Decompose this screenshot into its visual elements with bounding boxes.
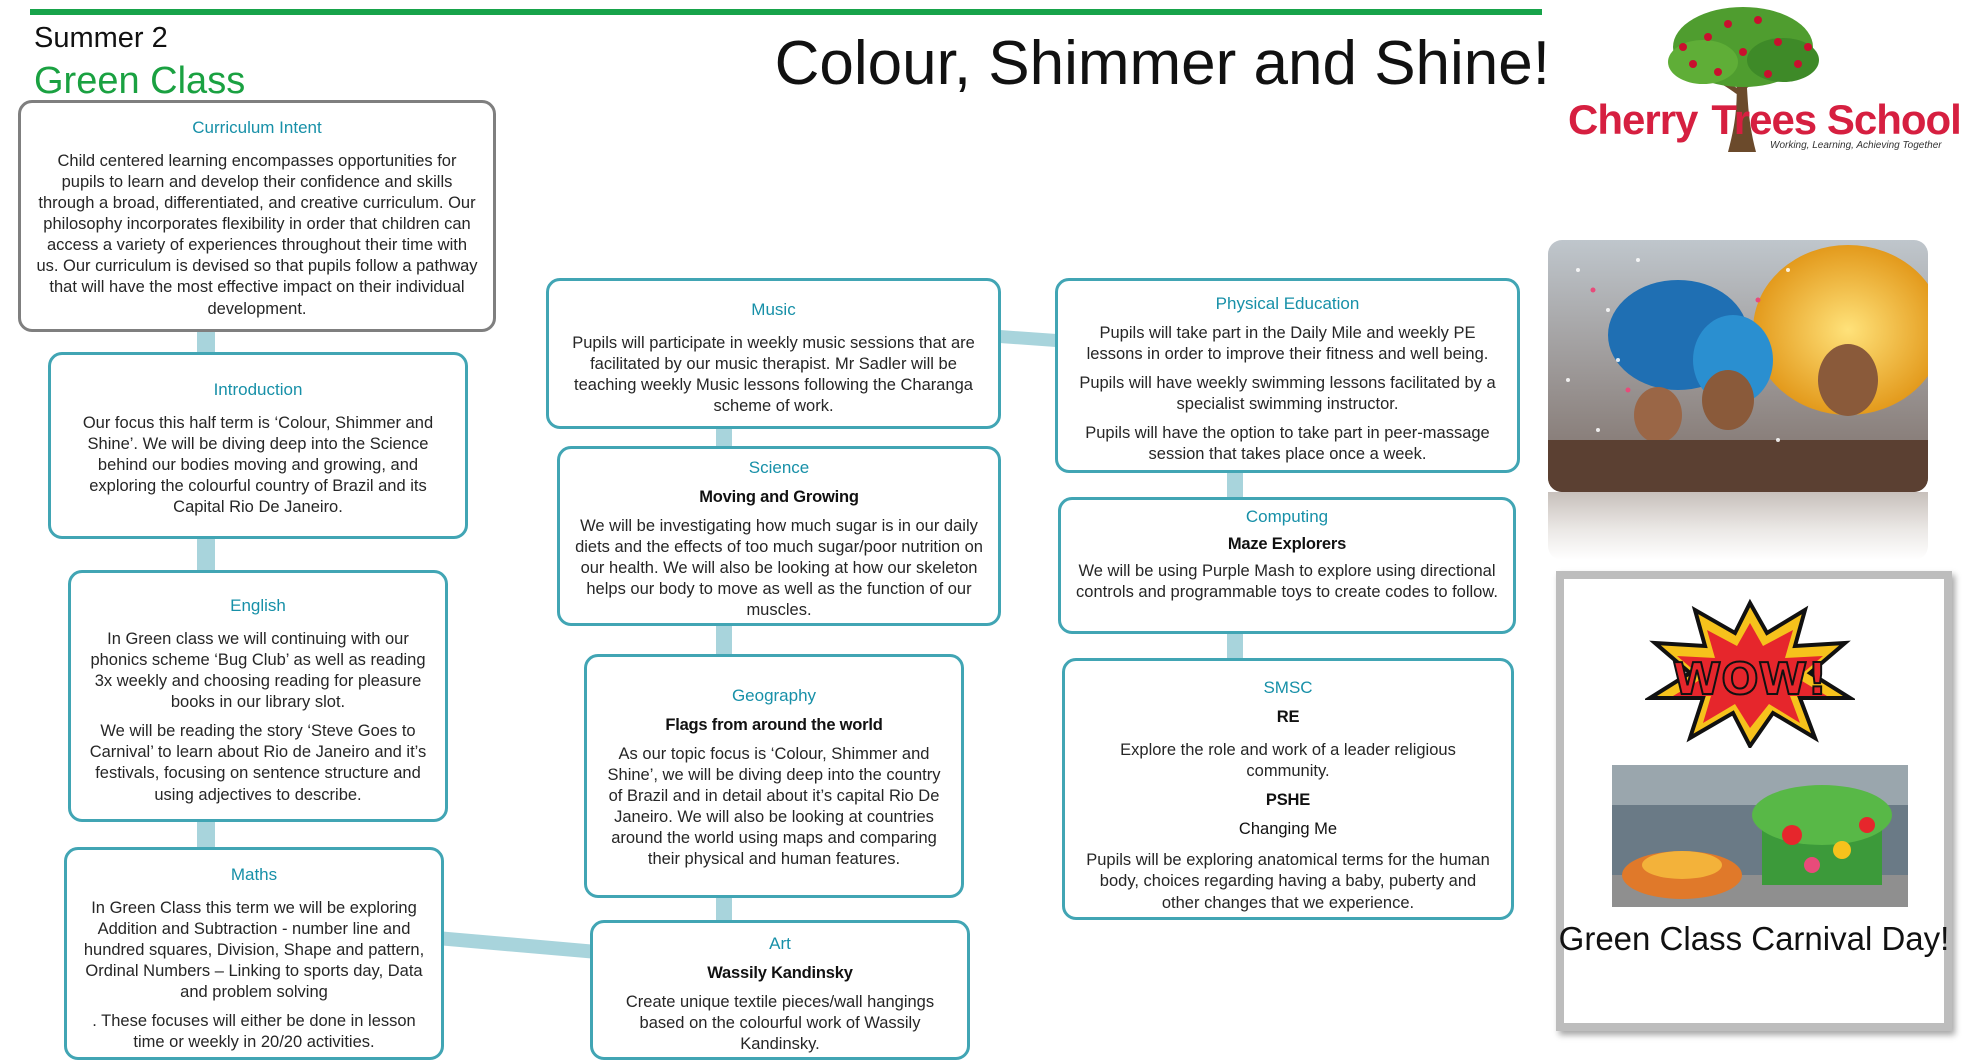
connector-science-geography: [716, 624, 732, 656]
pe-text-3: Pupils will have the option to take part…: [1085, 424, 1490, 464]
art-subheading: Wassily Kandinsky: [707, 963, 853, 982]
english-box: English In Green class we will continuin…: [68, 570, 448, 822]
connector-pe-computing: [1227, 471, 1243, 499]
school-tagline: Working, Learning, Achieving Together: [1770, 140, 1942, 151]
connector-music-science: [716, 427, 732, 449]
smsc-pshe-text: Pupils will be exploring anatomical term…: [1086, 851, 1490, 912]
art-box: Art Wassily Kandinsky Create unique text…: [590, 920, 970, 1060]
connector-music-pe: [997, 329, 1059, 348]
header-rule: [30, 9, 1542, 15]
page-title: Colour, Shimmer and Shine!: [774, 29, 1550, 98]
music-text: Pupils will participate in weekly music …: [572, 333, 975, 416]
curriculum-intent-text: Child centered learning encompasses oppo…: [36, 151, 478, 318]
smsc-re-text: Explore the role and work of a leader re…: [1120, 740, 1456, 780]
connector-computing-smsc: [1227, 632, 1243, 660]
introduction-text: Our focus this half term is ‘Colour, Shi…: [82, 413, 434, 517]
logo-word-trees-school: Trees School: [1711, 96, 1961, 143]
wow-text: WOW!: [1673, 654, 1828, 705]
computing-box: Computing Maze Explorers We will be usin…: [1058, 497, 1516, 634]
computing-subheading: Maze Explorers: [1227, 534, 1347, 553]
connector-geography-art: [716, 896, 732, 922]
logo-word-cherry: Cherry: [1568, 96, 1698, 143]
smsc-heading: SMSC: [1263, 678, 1313, 697]
smsc-re-subheading: RE: [1276, 707, 1300, 726]
pe-text-1: Pupils will take part in the Daily Mile …: [1086, 323, 1489, 363]
school-name: Cherry Trees School: [1568, 96, 1962, 144]
smsc-pshe-subheading: PSHE: [1265, 791, 1311, 810]
connector-intent-intro: [197, 330, 215, 354]
maths-text-2: . These focuses will either be done in l…: [92, 1012, 416, 1052]
computing-heading: Computing: [1245, 507, 1329, 526]
introduction-heading: Introduction: [213, 380, 303, 399]
smsc-changing-me: Changing Me: [1238, 820, 1338, 839]
english-text-1: In Green class we will continuing with o…: [90, 629, 426, 712]
geography-heading: Geography: [731, 686, 817, 705]
geography-text: As our topic focus is ‘Colour, Shimmer a…: [607, 744, 941, 869]
science-heading: Science: [748, 458, 810, 477]
pe-text-2: Pupils will have weekly swimming lessons…: [1079, 373, 1496, 414]
carnival-caption: Green Class Carnival Day!: [1558, 920, 1950, 957]
connector-english-maths: [197, 820, 215, 848]
science-box: Science Moving and Growing We will be in…: [557, 446, 1001, 626]
pe-heading: Physical Education: [1215, 294, 1360, 313]
photo-reflection: [1548, 492, 1928, 560]
maths-heading: Maths: [230, 865, 278, 884]
science-subheading: Moving and Growing: [699, 487, 859, 506]
computing-text: We will be using Purple Mash to explore …: [1076, 561, 1498, 601]
carnival-dancers-photo: [1548, 240, 1928, 492]
wow-burst-icon: WOW!: [1645, 598, 1855, 748]
curriculum-intent-box: Curriculum Intent Child centered learnin…: [18, 100, 496, 332]
smsc-box: SMSC RE Explore the role and work of a l…: [1062, 658, 1514, 920]
geography-box: Geography Flags from around the world As…: [584, 654, 964, 898]
science-text: We will be investigating how much sugar …: [575, 516, 983, 620]
art-heading: Art: [769, 934, 791, 953]
connector-intro-english: [197, 537, 215, 573]
curriculum-intent-heading: Curriculum Intent: [192, 118, 322, 137]
music-heading: Music: [751, 300, 796, 319]
music-box: Music Pupils will participate in weekly …: [546, 278, 1001, 429]
connector-maths-art: [439, 931, 595, 959]
maths-text-1: In Green Class this term we will be expl…: [83, 898, 425, 1002]
introduction-box: Introduction Our focus this half term is…: [48, 352, 468, 539]
art-text: Create unique textile pieces/wall hangin…: [625, 992, 935, 1054]
english-text-2: We will be reading the story ‘Steve Goes…: [89, 722, 427, 804]
physical-education-box: Physical Education Pupils will take part…: [1055, 278, 1520, 473]
geography-subheading: Flags from around the world: [665, 715, 883, 734]
carnival-float-photo: [1612, 765, 1908, 907]
english-heading: English: [230, 596, 286, 615]
cherry-tree-logo-icon: [1668, 7, 1819, 152]
maths-box: Maths In Green Class this term we will b…: [64, 847, 444, 1060]
term-label: Summer 2: [34, 22, 168, 54]
class-name: Green Class: [34, 60, 246, 102]
